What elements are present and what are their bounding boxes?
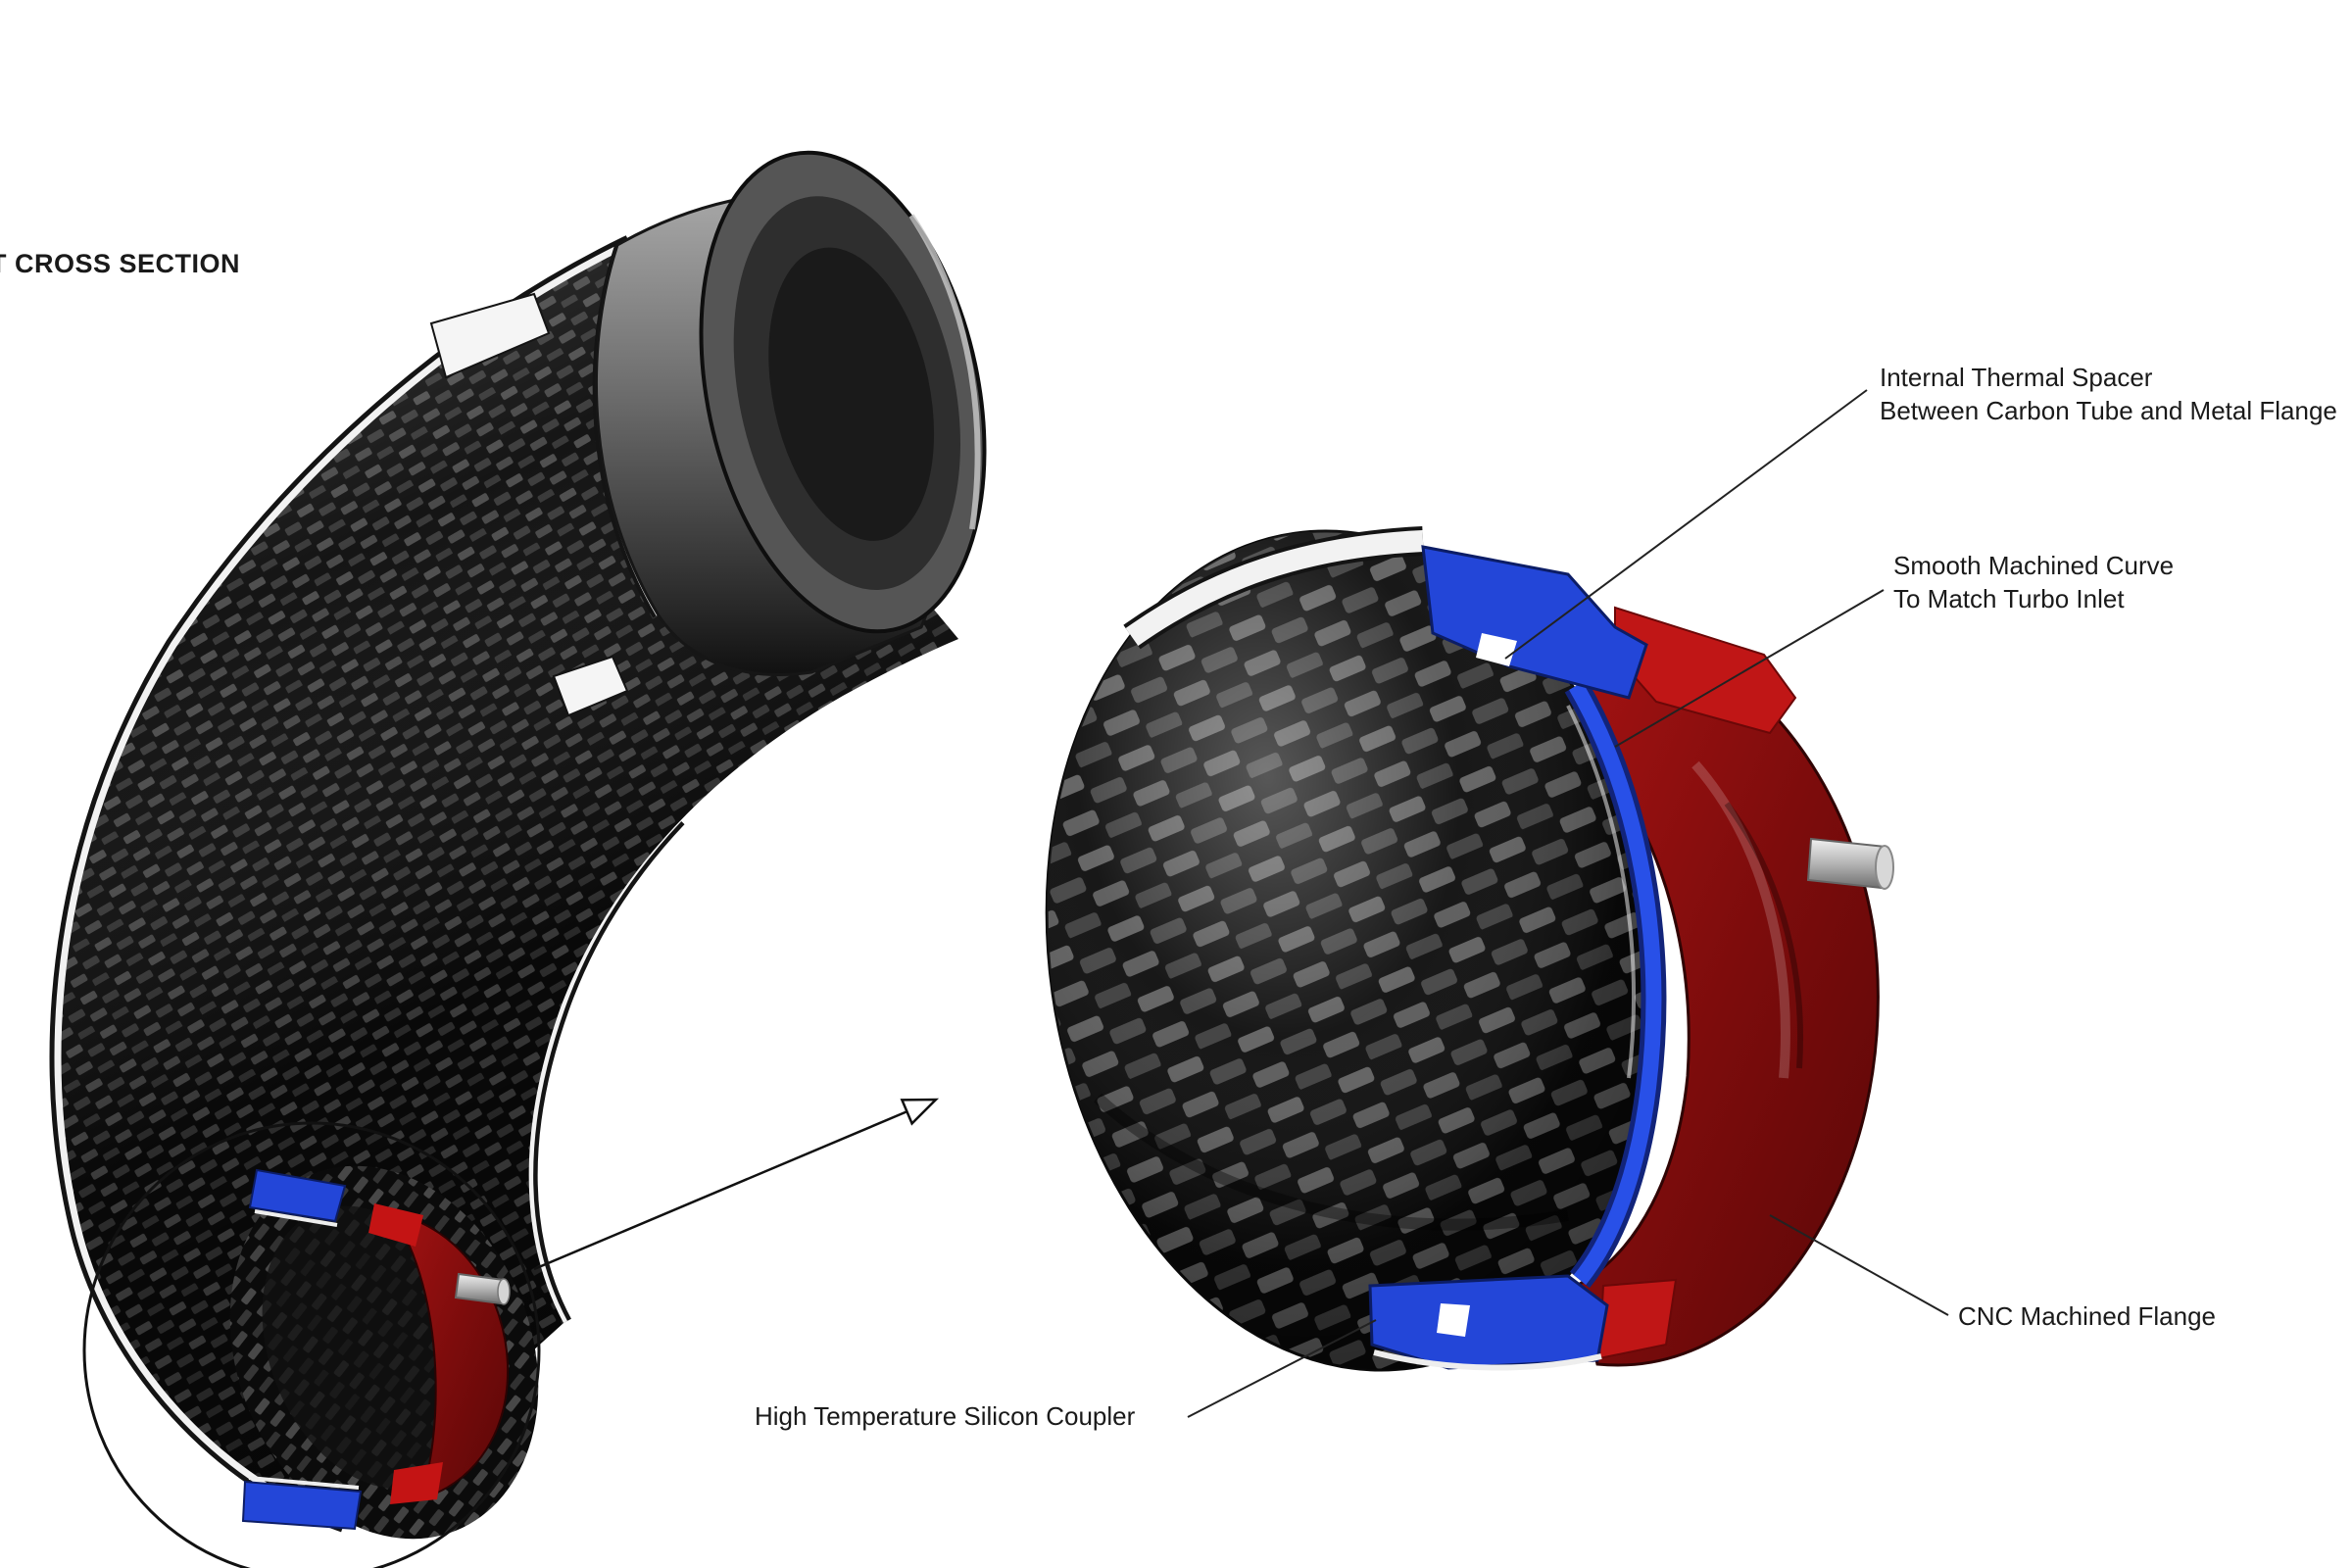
carbon-bore-sheen	[1047, 531, 1660, 1370]
bore-fold-shadow	[1093, 1093, 1569, 1231]
coupler-bottom-slot	[1437, 1303, 1470, 1337]
detail-callout-circle	[82, 1121, 541, 1568]
wall-cut-edge	[1125, 530, 1424, 646]
leader-silicon-coupler	[1187, 1319, 1377, 1418]
cap-rim-highlight	[908, 214, 981, 530]
main-cross-section	[49, 150, 987, 1568]
machined-lip-highlight	[1566, 705, 1636, 1079]
end-cap-opening	[699, 150, 987, 634]
flange-assembly-small	[229, 1165, 539, 1540]
callout-silicon-coupler: High Temperature Silicon Coupler	[755, 1401, 1136, 1431]
leader-lines	[1187, 389, 1949, 1418]
silver-stud-tip-small	[497, 1278, 511, 1305]
blue-coupler-top-small	[248, 1168, 347, 1223]
coupler-bottom-white-edge	[1373, 1349, 1602, 1371]
silicon-coupler-bottom	[1368, 1274, 1609, 1370]
callout-machined-curve-line1: Smooth Machined Curve	[1893, 551, 2175, 580]
red-cut-face-bottom-small	[390, 1462, 443, 1504]
callout-cnc-flange: CNC Machined Flange	[1958, 1301, 2217, 1331]
coupler-blue-ring	[1569, 681, 1662, 1286]
blue-coupler-bottom-edge	[248, 1476, 360, 1490]
cross-section-title: T CROSS SECTION	[0, 249, 241, 278]
detail-arrow-head	[900, 1098, 940, 1126]
silver-stud-tip-detail	[1875, 845, 1894, 890]
silver-stud-small	[454, 1272, 506, 1305]
red-cut-face-top-small	[368, 1203, 423, 1247]
callout-machined-curve: Smooth Machined Curve To Match Turbo Inl…	[1893, 549, 2174, 615]
silicon-coupler-top	[1421, 545, 1648, 700]
flange-inner-shade	[1724, 802, 1804, 1069]
cut-edge-sliver-top	[429, 292, 551, 379]
flange-detail-view	[1045, 526, 1894, 1372]
flange-inner-highlight	[1691, 760, 1790, 1079]
blue-coupler-bottom-small	[241, 1480, 363, 1531]
gray-inlet-end	[592, 150, 987, 676]
detail-arrow-line	[533, 1109, 908, 1271]
callout-thermal-spacer: Internal Thermal Spacer Between Carbon T…	[1880, 361, 2337, 427]
callout-machined-curve-line2: To Match Turbo Inlet	[1893, 584, 2125, 613]
leader-cnc-flange	[1769, 1214, 1949, 1316]
leader-machined-curve	[1614, 589, 1885, 748]
blue-coupler-top-edge	[254, 1209, 338, 1227]
leader-thermal-spacer	[1504, 389, 1868, 660]
silver-stud-detail	[1806, 837, 1887, 890]
callout-thermal-spacer-line2: Between Carbon Tube and Metal Flange	[1880, 396, 2337, 425]
callout-thermal-spacer-line1: Internal Thermal Spacer	[1880, 363, 2153, 392]
cut-edge-sliver-mid	[552, 655, 629, 717]
